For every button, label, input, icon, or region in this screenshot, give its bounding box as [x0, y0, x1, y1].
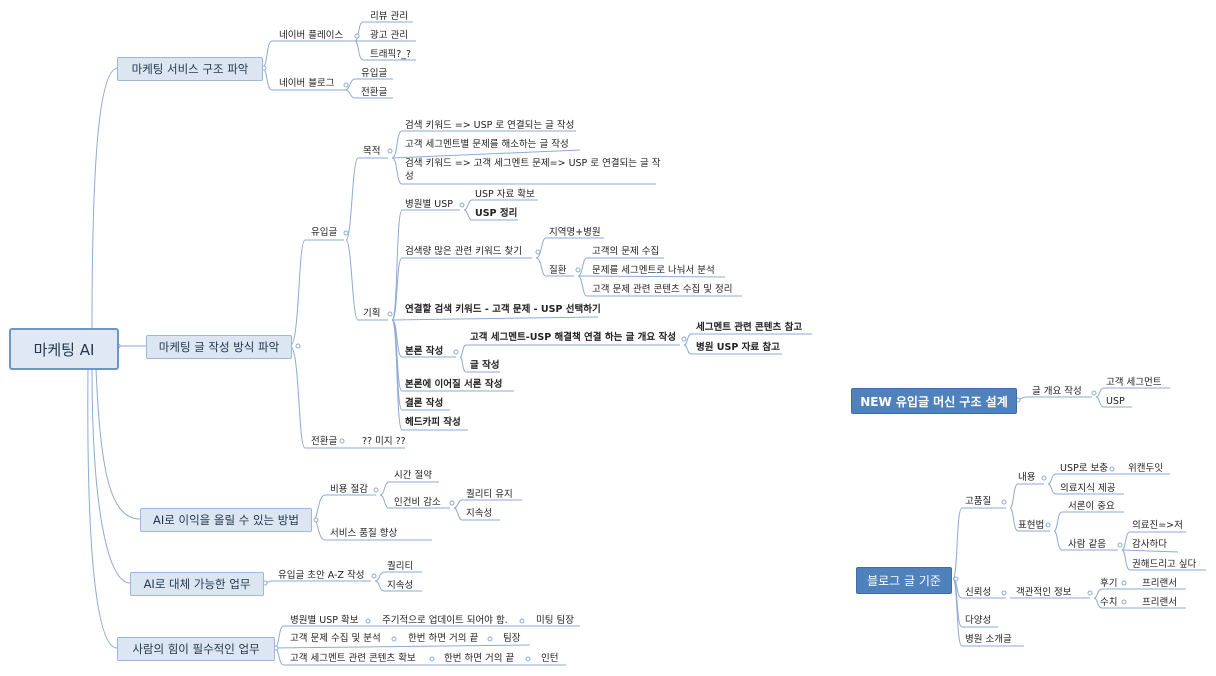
topic-new-inflow-design[interactable]: NEW 유입글 머신 구조 설계	[851, 388, 1017, 414]
topic-hospital-intro[interactable]: 병원 소개글	[965, 634, 1012, 645]
topic-marketing-structure[interactable]: 마케팅 서비스 구조 파악	[117, 57, 263, 81]
topic-objective-info[interactable]: 객관적인 정보	[1016, 587, 1072, 598]
topic-human-task-1[interactable]: 병원별 USP 확보	[290, 615, 359, 626]
topic-outline-writing[interactable]: 고객 세그멘트-USP 해결책 연결 하는 글 개요 작성	[470, 332, 676, 343]
topic-naver-place[interactable]: 네이버 플레이스	[279, 30, 344, 41]
topic-human-like[interactable]: 사람 같음	[1068, 539, 1106, 550]
topic-continuity[interactable]: 지속성	[466, 508, 493, 519]
topic-freelancer-1[interactable]: 프리랜서	[1142, 578, 1177, 589]
topic-usp-data[interactable]: USP 자료 확보	[475, 189, 535, 200]
topic-body-writing[interactable]: 본론 작성	[405, 346, 444, 357]
topic-usp-summary[interactable]: USP 정리	[475, 208, 518, 219]
topic-content-collection[interactable]: 고객 문제 관련 콘텐츠 수집 및 정리	[592, 284, 733, 295]
topic-wecandoit[interactable]: 위캔두잇	[1128, 463, 1163, 474]
topic-intro-important[interactable]: 서론이 중요	[1068, 501, 1115, 512]
topic-region-hospital[interactable]: 지역명+병원	[549, 227, 601, 238]
topic-human-task-3[interactable]: 고객 세그멘트 관련 콘텐츠 확보	[290, 653, 416, 664]
topic-draft-continuity[interactable]: 지속성	[387, 580, 414, 591]
topic-traffic[interactable]: 트래픽?_?	[370, 49, 412, 60]
topic-purpose-3[interactable]: 검색 키워드 => 고객 세그멘트 문제=> USP 로 연결되는 글 작성	[405, 158, 661, 182]
topic-usp-ref[interactable]: 병원 USP 자료 참고	[696, 342, 780, 353]
topic-keep-quality[interactable]: 퀄리티 유지	[466, 489, 513, 500]
topic-purpose[interactable]: 목적	[363, 146, 381, 157]
topic-inflow[interactable]: 유입글	[311, 227, 338, 238]
root-topic[interactable]: 마케팅 AI	[9, 328, 119, 370]
topic-trust[interactable]: 신뢰성	[965, 587, 992, 598]
topic-thank-you[interactable]: 감사하다	[1132, 539, 1167, 550]
topic-outline[interactable]: 글 개요 작성	[1032, 386, 1082, 397]
topic-freelancer-2[interactable]: 프리랜서	[1142, 597, 1177, 608]
topic-medical-staff-me[interactable]: 의료진=>저	[1132, 520, 1183, 531]
topic-ai-profit[interactable]: AI로 이익을 올릴 수 있는 방법	[140, 508, 312, 532]
topic-figures[interactable]: 수치	[1100, 597, 1118, 608]
topic-service-quality[interactable]: 서비스 품질 향상	[330, 528, 398, 539]
topic-headcopy-writing[interactable]: 헤드카피 작성	[405, 417, 461, 428]
topic-variety[interactable]: 다양성	[965, 615, 992, 626]
topic-keyword-search[interactable]: 검색량 많은 관련 키워드 찾기	[405, 246, 522, 257]
topic-expression[interactable]: 표현법	[1018, 520, 1045, 531]
topic-purpose-1[interactable]: 검색 키워드 => USP 로 연결되는 글 작성	[405, 120, 575, 131]
topic-usp-supplement[interactable]: USP로 보충	[1060, 463, 1108, 474]
topic-connect-selection[interactable]: 연결할 검색 키워드 - 고객 문제 - USP 선택하기	[405, 304, 601, 315]
topic-collect-problems[interactable]: 고객의 문제 수집	[592, 246, 660, 257]
topic-human-who-3[interactable]: 인턴	[541, 653, 559, 664]
topic-human-tasks[interactable]: 사람의 힘이 필수적인 업무	[117, 637, 275, 661]
topic-human-note-3[interactable]: 한번 하면 거의 끝	[444, 653, 515, 664]
topic-conversion[interactable]: 전환글	[311, 436, 338, 447]
topic-conclusion-writing[interactable]: 결론 작성	[405, 398, 444, 409]
topic-medical-knowledge[interactable]: 의료지식 제공	[1060, 483, 1116, 494]
topic-inflow-post[interactable]: 유입글	[361, 68, 388, 79]
topic-plan[interactable]: 기획	[363, 308, 381, 319]
topic-intro-writing[interactable]: 본론에 이어질 서론 작성	[405, 379, 503, 390]
topic-ai-replace[interactable]: AI로 대체 가능한 업무	[130, 572, 264, 596]
topic-labor-cost[interactable]: 인건비 감소	[394, 497, 441, 508]
topic-draft-quality[interactable]: 퀄리티	[387, 561, 414, 572]
topic-review-management[interactable]: 리뷰 관리	[370, 11, 408, 22]
topic-naver-blog[interactable]: 네이버 블로그	[279, 78, 335, 89]
topic-ad-management[interactable]: 광고 관리	[370, 30, 408, 41]
topic-content[interactable]: 내용	[1018, 472, 1036, 483]
topic-customer-segment[interactable]: 고객 세그먼트	[1106, 377, 1162, 388]
topic-human-note-2[interactable]: 한번 하면 거의 끝	[408, 633, 479, 644]
topic-conversion-unknown[interactable]: ?? 미지 ??	[362, 436, 406, 447]
topic-recommend[interactable]: 권해드리고 싶다	[1132, 559, 1197, 570]
topic-post-writing[interactable]: 글 작성	[470, 360, 500, 371]
topic-segment-content-ref[interactable]: 세그멘트 관련 콘텐츠 참고	[696, 322, 803, 333]
topic-high-quality[interactable]: 고품질	[965, 496, 992, 507]
topic-writing-method[interactable]: 마케팅 글 작성 방식 파악	[146, 335, 292, 359]
topic-human-who-1[interactable]: 미팅 팀장	[536, 615, 574, 626]
topic-time-saving[interactable]: 시간 절약	[394, 470, 432, 481]
topic-human-who-2[interactable]: 팀장	[503, 633, 521, 644]
topic-usp[interactable]: USP	[1106, 396, 1125, 407]
topic-human-task-2[interactable]: 고객 문제 수집 및 분석	[290, 633, 381, 644]
topic-hospital-usp[interactable]: 병원별 USP	[405, 199, 453, 210]
topic-disease[interactable]: 질환	[549, 265, 567, 276]
topic-segment-analysis[interactable]: 문제를 세그멘트로 나눠서 분석	[592, 265, 715, 276]
topic-cost-reduction[interactable]: 비용 절감	[330, 484, 368, 495]
topic-blog-criteria[interactable]: 블로그 글 기준	[856, 567, 952, 594]
topic-draft-writing[interactable]: 유입글 초안 A-Z 작성	[278, 570, 365, 581]
topic-review[interactable]: 후기	[1100, 578, 1118, 589]
topic-human-note-1[interactable]: 주기적으로 업데이트 되어야 함.	[382, 615, 508, 626]
topic-purpose-2[interactable]: 고객 세그멘트별 문제를 해소하는 글 작성	[405, 139, 569, 150]
topic-conversion-post[interactable]: 전환글	[361, 87, 388, 98]
